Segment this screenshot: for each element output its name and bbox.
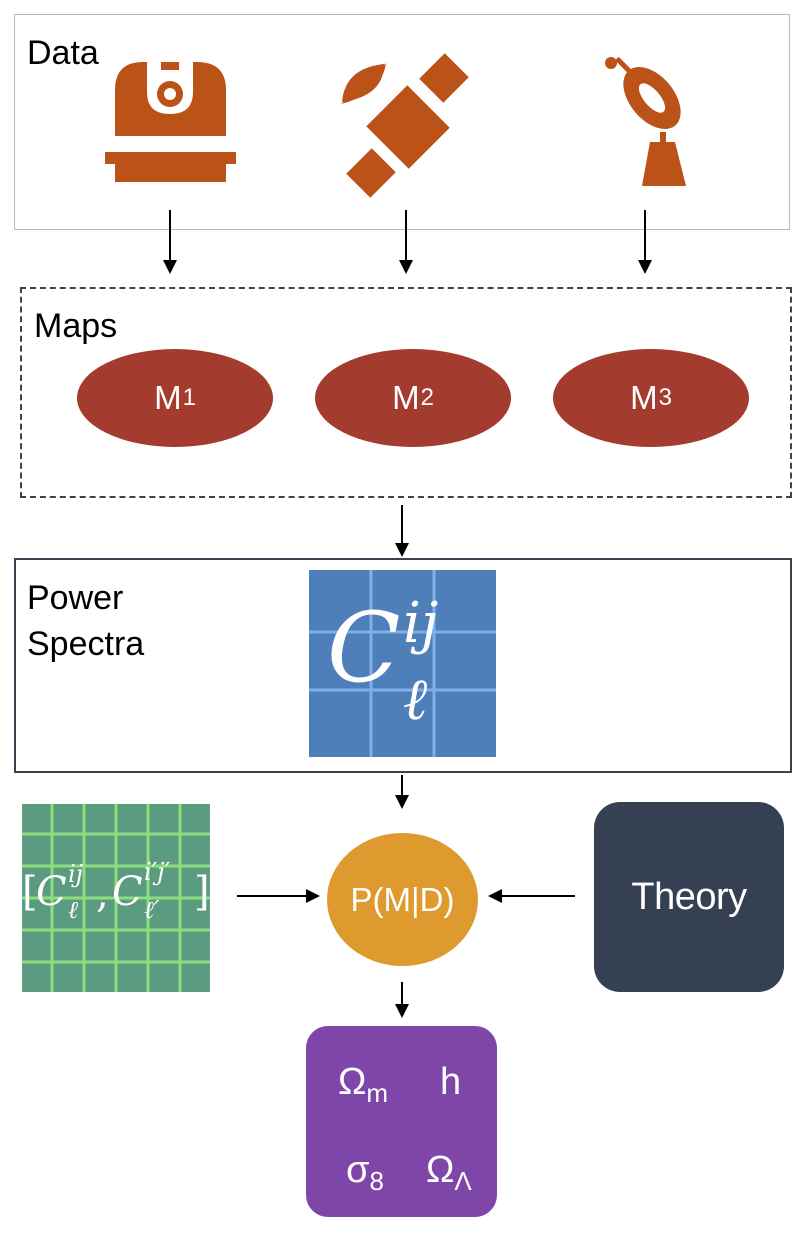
radio-telescope-icon bbox=[605, 56, 686, 186]
power-spectra-label-line1: Power bbox=[27, 579, 124, 617]
covariance-grid bbox=[22, 804, 210, 992]
covariance-open-bracket: [ bbox=[22, 869, 38, 915]
arrow-maps-to-spectra bbox=[395, 505, 409, 557]
power-spectra-label: Power Spectra bbox=[27, 575, 144, 667]
power-spectrum-matrix: C ij ℓ bbox=[309, 570, 496, 757]
power-spectrum-symbol: C bbox=[327, 592, 401, 704]
observatory-icon bbox=[105, 62, 236, 182]
parameter-omega-lambda-sub: Λ bbox=[454, 1166, 472, 1196]
parameter-h: h bbox=[440, 1060, 461, 1104]
arrow-posterior-to-parameters bbox=[395, 982, 409, 1018]
power-spectra-section bbox=[14, 558, 792, 773]
theory-node: Theory bbox=[594, 802, 784, 992]
covariance-c1-subscript: ℓ bbox=[68, 896, 78, 924]
parameter-h-base: h bbox=[440, 1061, 462, 1103]
parameter-omega-lambda: ΩΛ bbox=[426, 1148, 472, 1203]
arrow-covariance-to-posterior bbox=[237, 889, 320, 903]
covariance-c2-subscript: ℓ′ bbox=[144, 896, 160, 924]
map-node-2-base: M bbox=[392, 379, 420, 416]
parameter-sigma-8-sub: 8 bbox=[369, 1166, 384, 1196]
covariance-c1-superscript: ij bbox=[68, 860, 84, 888]
power-spectra-label-line2: Spectra bbox=[27, 625, 145, 663]
data-section bbox=[14, 14, 790, 230]
parameter-omega-m-sub: m bbox=[366, 1078, 389, 1108]
covariance-comma: , bbox=[96, 871, 109, 917]
maps-label: Maps bbox=[34, 307, 118, 345]
covariance-c2-superscript: i′j′ bbox=[144, 858, 171, 886]
covariance-c2: C bbox=[112, 869, 143, 915]
parameter-omega-lambda-base: Ω bbox=[426, 1149, 455, 1191]
power-spectrum-superscript: ij bbox=[403, 591, 439, 656]
power-spectrum-grid bbox=[309, 570, 496, 757]
map-node-1-sub: 1 bbox=[182, 384, 196, 411]
map-node-3-base: M bbox=[630, 379, 658, 416]
arrow-spectra-to-posterior bbox=[395, 775, 409, 809]
parameter-omega-m-base: Ω bbox=[338, 1061, 367, 1103]
parameter-omega-m: Ωm bbox=[338, 1060, 388, 1115]
power-spectrum-subscript: ℓ bbox=[403, 665, 428, 733]
maps-section bbox=[20, 287, 792, 498]
parameters-box: Ωm h σ8 ΩΛ bbox=[306, 1026, 497, 1217]
posterior-node: P(M|D) bbox=[327, 833, 478, 966]
arrows-data-to-maps bbox=[163, 210, 652, 274]
covariance-matrix: [ C ij ℓ , C i′j′ ℓ′ ] bbox=[22, 804, 210, 992]
satellite-icon bbox=[341, 53, 469, 198]
arrow-theory-to-posterior bbox=[488, 889, 575, 903]
map-node-1-base: M bbox=[154, 379, 182, 416]
covariance-close-bracket: ] bbox=[194, 869, 210, 915]
parameter-sigma-8: σ8 bbox=[346, 1148, 384, 1203]
data-label: Data bbox=[27, 34, 99, 72]
covariance-c1: C bbox=[36, 869, 67, 915]
parameter-sigma-8-base: σ bbox=[346, 1149, 370, 1191]
map-node-3-sub: 3 bbox=[658, 384, 672, 411]
map-node-2-sub: 2 bbox=[420, 384, 434, 411]
